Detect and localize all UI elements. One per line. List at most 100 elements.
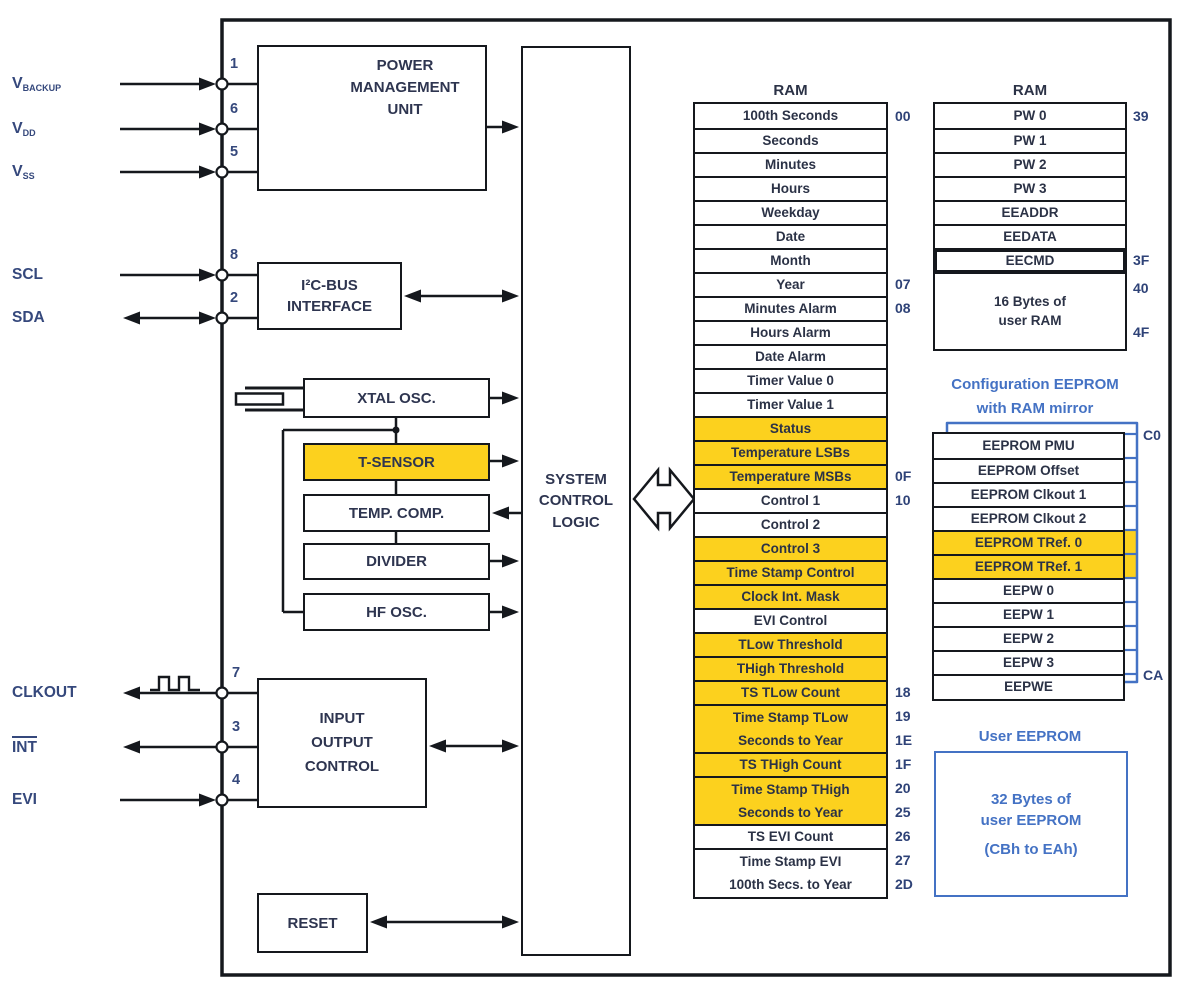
pin-number-2: 2: [230, 290, 239, 306]
pin-number-4: 4: [232, 772, 241, 788]
hf-osc-block: HF OSC.: [303, 593, 490, 631]
pin-label-evi: EVI: [12, 791, 37, 808]
register-cell: TS TLow Count: [695, 679, 886, 704]
register-cell: Weekday: [695, 199, 886, 224]
register-address: 20: [895, 780, 911, 796]
register-address: 1E: [895, 732, 913, 748]
register-cell: Time Stamp Control: [695, 559, 886, 584]
register-address: 10: [895, 492, 911, 508]
register-cell: Timer Value 0: [695, 367, 886, 392]
register-address: 3F: [1133, 252, 1150, 268]
register-cell: PW 0: [935, 103, 1125, 128]
block-connectors: [281, 120, 521, 929]
register-cell: Minutes Alarm: [695, 295, 886, 320]
register-cell: PW 2: [935, 151, 1125, 176]
user-eeprom-title: User EEPROM: [978, 728, 1082, 745]
config-eeprom-title: Configuration EEPROM: [951, 376, 1119, 393]
register-address: CA: [1143, 667, 1164, 683]
register-cell: EEPROM Clkout 1: [934, 481, 1123, 506]
pin-number-8: 8: [230, 247, 239, 263]
register-address: 07: [895, 276, 911, 292]
register-cell: EEPROM TRef. 1: [934, 553, 1123, 578]
clock-waveform-icon: [150, 675, 200, 692]
register-address: 18: [895, 684, 911, 700]
register-address: 0F: [895, 468, 912, 484]
pin-label-sda: SDA: [12, 309, 45, 326]
register-cell: PW 1: [935, 127, 1125, 152]
register-cell: Minutes: [695, 151, 886, 176]
register-address: 08: [895, 300, 911, 316]
register-cell: EVI Control: [695, 607, 886, 632]
register-address: 19: [895, 708, 911, 724]
register-cell: Year: [695, 271, 886, 296]
pin-label-vdd: VDD: [12, 120, 36, 138]
xtal-osc-block: XTAL OSC.: [303, 378, 490, 418]
register-cell: Month: [695, 247, 886, 272]
register-cell: TLow Threshold: [695, 631, 886, 656]
temp-comp-block: TEMP. COMP.: [303, 494, 490, 532]
register-cell: TS EVI Count: [695, 823, 886, 848]
register-cell: Temperature MSBs: [695, 463, 886, 488]
pin-number-5: 5: [230, 144, 239, 160]
pin-number-3: 3: [232, 719, 241, 735]
pin-number-7: 7: [232, 665, 241, 681]
config-eeprom-subtitle: with RAM mirror: [976, 400, 1094, 417]
pin-number-1: 1: [230, 56, 239, 72]
register-cell: EEPROM PMU: [934, 433, 1123, 458]
pin-label-vss: VSS: [12, 163, 35, 181]
register-address: 25: [895, 804, 911, 820]
register-cell: EECMD: [935, 247, 1125, 272]
register-cell: EEADDR: [935, 199, 1125, 224]
register-address: C0: [1143, 427, 1161, 443]
register-address: 27: [895, 852, 911, 868]
register-cell: EEPWE: [934, 673, 1123, 698]
register-address: 39: [1133, 108, 1149, 124]
register-cell: Hours: [695, 175, 886, 200]
register-cell: EEPW 2: [934, 625, 1123, 650]
register-address: 40: [1133, 280, 1149, 296]
register-address: 4F: [1133, 324, 1150, 340]
chip-border: [220, 18, 1172, 977]
register-address: 00: [895, 108, 911, 124]
eeprom-ram-mirror-bracket: [945, 421, 1139, 684]
system-bus-double-arrow-icon: [632, 466, 696, 532]
register-cell: Clock Int. Mask: [695, 583, 886, 608]
register-cell: 100th Seconds: [695, 103, 886, 128]
register-cell: Control 3: [695, 535, 886, 560]
register-cell: TS THigh Count: [695, 751, 886, 776]
ram-title-right: RAM: [1012, 82, 1048, 99]
register-cell: Temperature LSBs: [695, 439, 886, 464]
register-cell: EEPW 3: [934, 649, 1123, 674]
pin-label-int: INT: [12, 736, 37, 759]
register-cell: Date: [695, 223, 886, 248]
register-cell: Date Alarm: [695, 343, 886, 368]
register-cell: THigh Threshold: [695, 655, 886, 680]
register-cell: Seconds: [695, 127, 886, 152]
pin-lines: [120, 77, 361, 807]
ram-title-left: RAM: [773, 82, 808, 99]
register-cell: EEPROM Offset: [934, 457, 1123, 482]
pin-number-6: 6: [230, 101, 239, 117]
reset-block: RESET: [257, 893, 368, 953]
divider-block: DIVIDER: [303, 543, 490, 580]
register-cell: Control 1: [695, 487, 886, 512]
register-address: 26: [895, 828, 911, 844]
crystal-icon: [234, 386, 303, 412]
register-address: 1F: [895, 756, 912, 772]
register-cell: Hours Alarm: [695, 319, 886, 344]
register-cell: EEPROM TRef. 0: [934, 529, 1123, 554]
register-cell: EEPW 1: [934, 601, 1123, 626]
register-cell: EEPW 0: [934, 577, 1123, 602]
pin-label-clkout: CLKOUT: [12, 684, 77, 701]
register-cell: Control 2: [695, 511, 886, 536]
